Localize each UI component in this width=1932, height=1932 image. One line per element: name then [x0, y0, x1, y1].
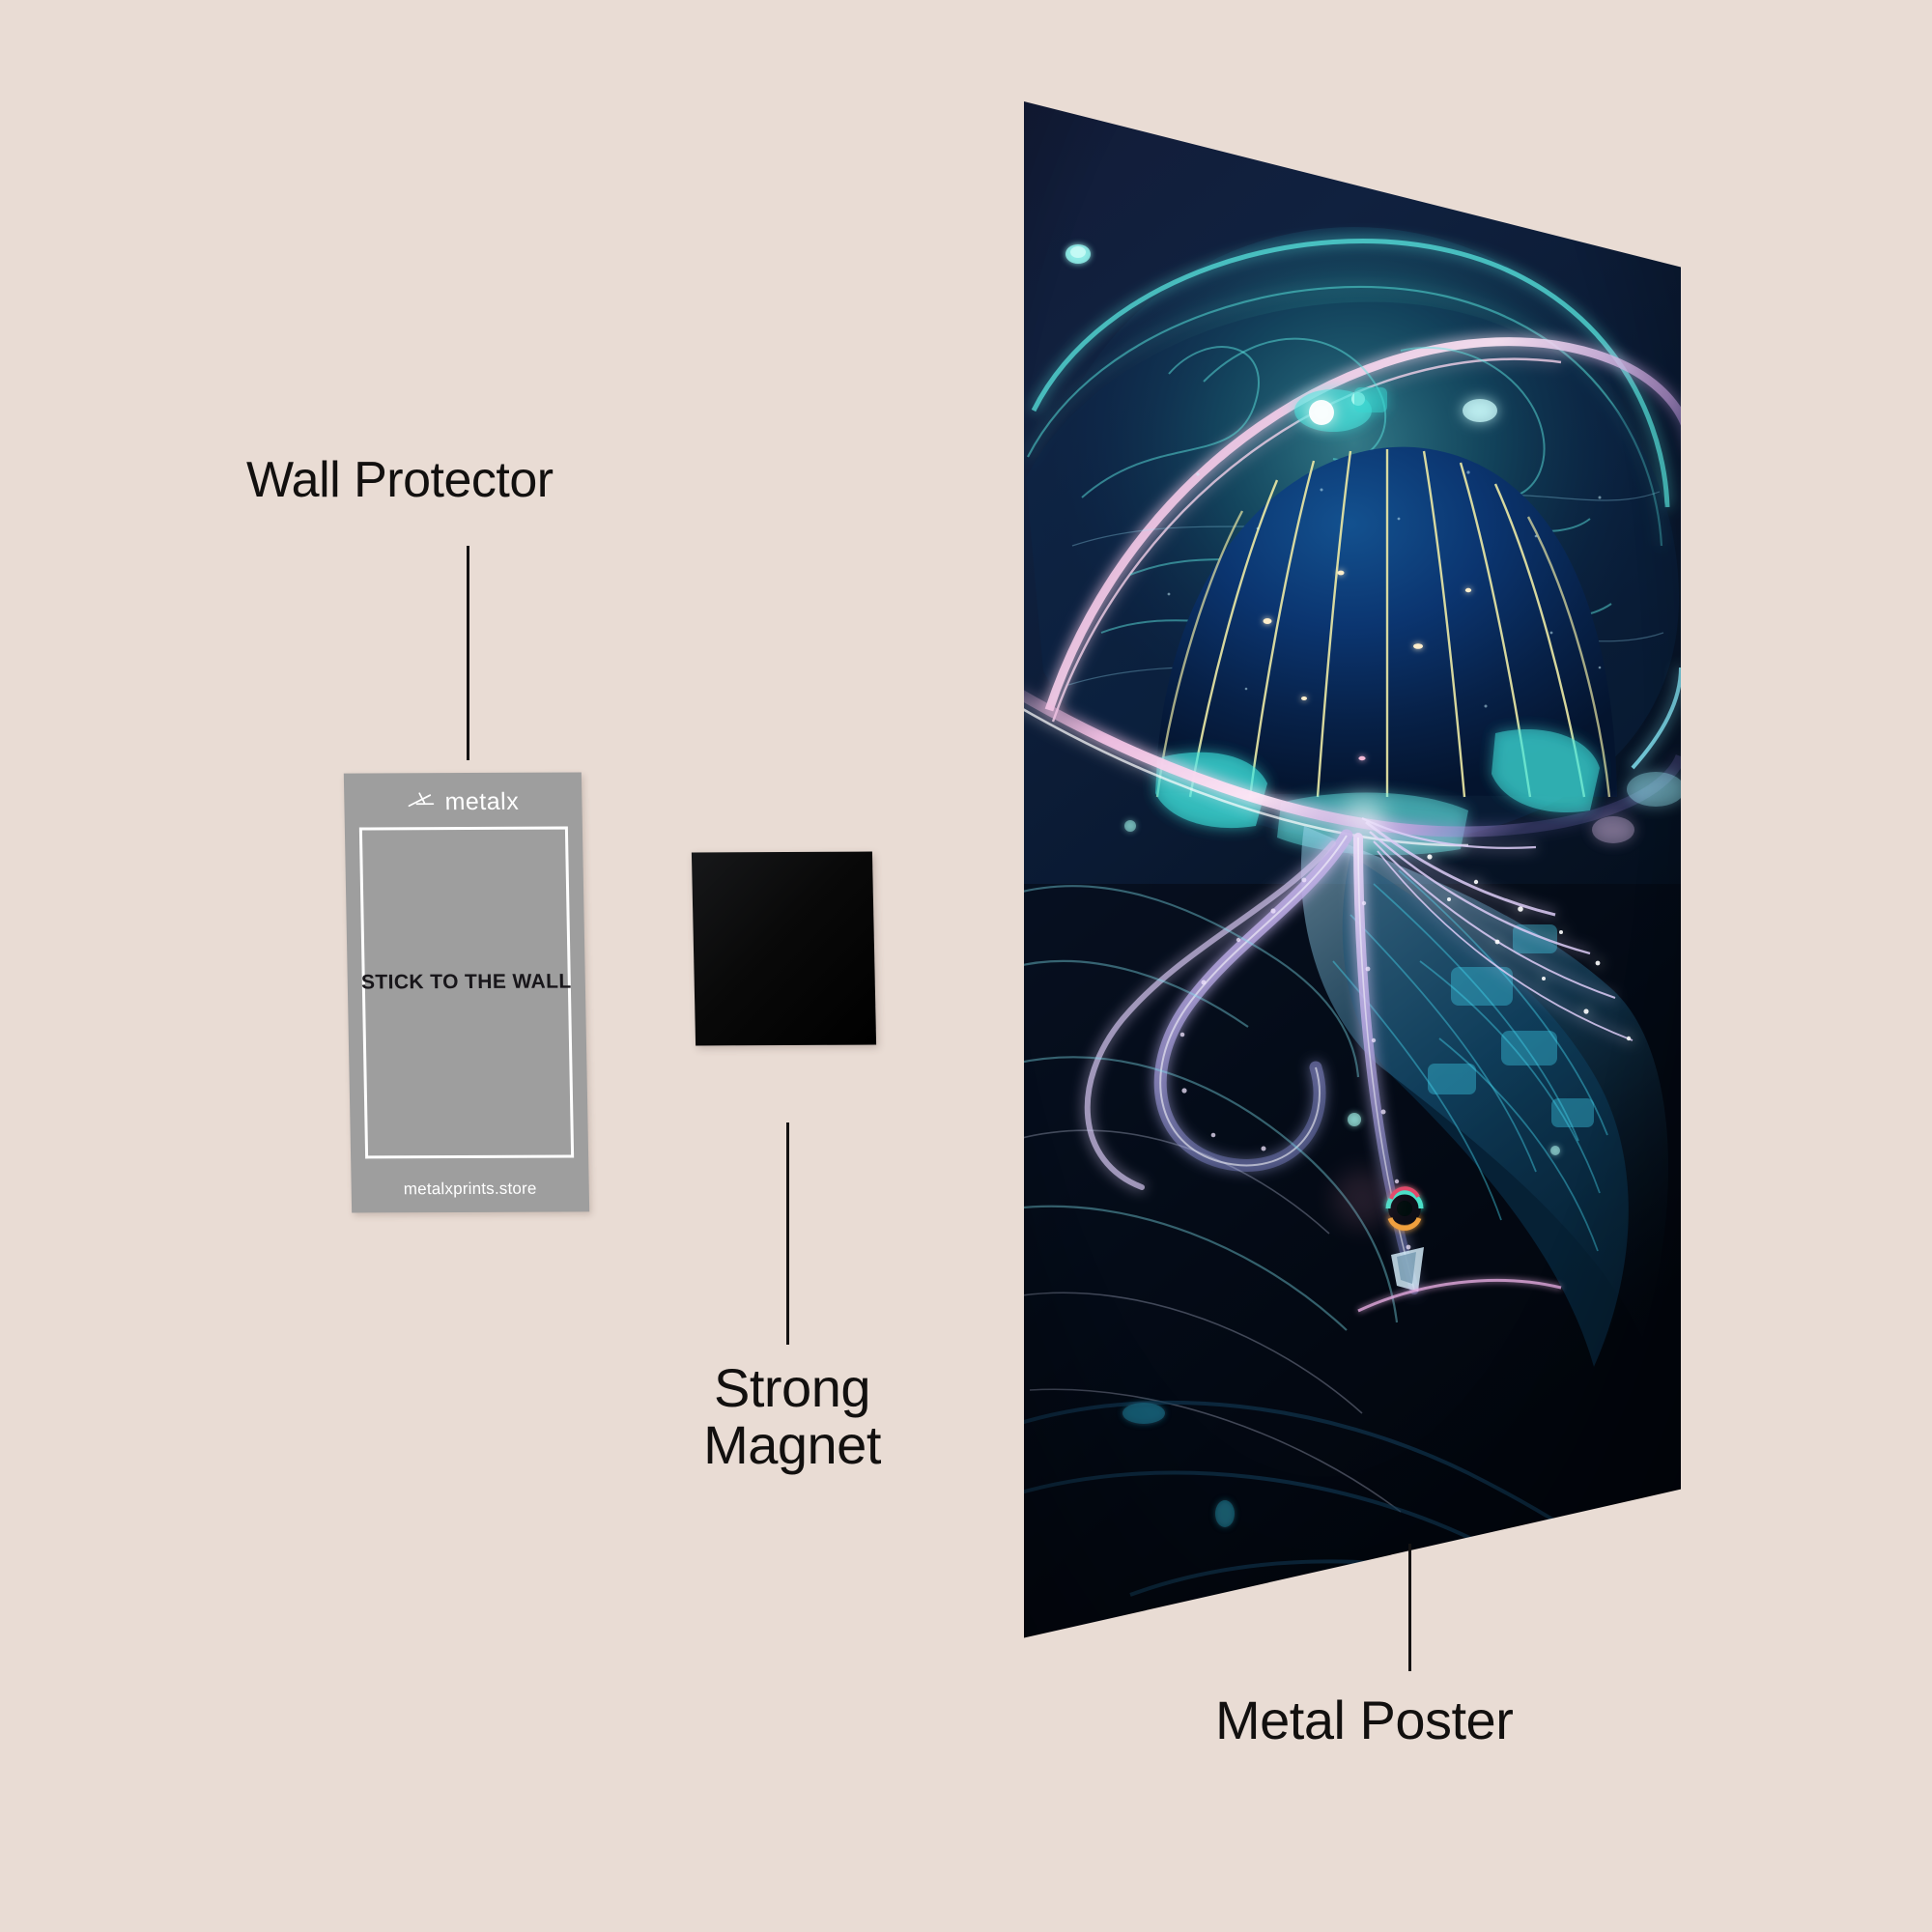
leader-line-metal-poster: [1408, 1544, 1411, 1671]
wall-protector-card: metalx STICK TO THE WALL metalxprints.st…: [343, 772, 590, 1213]
callout-label-strong-magnet: Strong Magnet: [703, 1357, 881, 1475]
metal-poster-artwork: [1024, 101, 1681, 1638]
brand-logo: metalx: [344, 785, 582, 817]
brand-name: metalx: [444, 787, 520, 815]
metalx-cross-mark-icon: [408, 792, 435, 808]
card-store-url: metalxprints.store: [403, 1179, 537, 1199]
leader-line-wall-protector: [467, 546, 469, 760]
callout-label-metal-poster: Metal Poster: [1215, 1690, 1514, 1750]
leader-line-strong-magnet: [786, 1122, 789, 1345]
callout-label-wall-protector: Wall Protector: [246, 452, 554, 508]
card-headline: STICK TO THE WALL: [360, 970, 572, 994]
strong-magnet-square: [691, 851, 877, 1046]
